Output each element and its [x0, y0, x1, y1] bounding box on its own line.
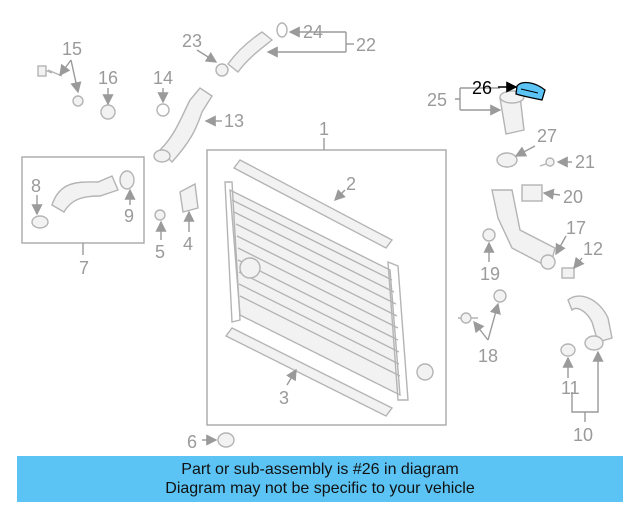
callout-14: 14 — [153, 68, 173, 88]
part-26-highlighted — [515, 81, 546, 101]
part-1-intercooler — [206, 138, 447, 426]
callout-3: 3 — [279, 388, 289, 408]
callout-9: 9 — [124, 206, 134, 226]
callout-27: 27 — [537, 126, 557, 146]
parts-diagram: 1 2 3 4 5 6 7 8 9 10 11 12 13 14 15 16 1… — [21, 22, 613, 452]
callout-8: 8 — [31, 176, 41, 196]
callout-15: 15 — [62, 39, 82, 59]
callout-25: 25 — [427, 90, 447, 110]
leader-lines — [31, 26, 604, 446]
callout-12: 12 — [583, 239, 603, 259]
callout-24: 24 — [303, 22, 323, 42]
callout-21: 21 — [575, 152, 595, 172]
info-banner: Part or sub-assembly is #26 in diagram D… — [17, 456, 623, 502]
callout-13: 13 — [224, 111, 244, 131]
callout-19: 19 — [480, 264, 500, 284]
banner-line-1: Part or sub-assembly is #26 in diagram — [181, 461, 459, 478]
left-small-parts — [37, 22, 288, 448]
callout-23: 23 — [182, 31, 202, 51]
callout-labels: 1 2 3 4 5 6 7 8 9 10 11 12 13 14 15 16 1… — [31, 22, 603, 452]
part-7-hose-group — [21, 156, 145, 255]
callout-2: 2 — [346, 174, 356, 194]
callout-11: 11 — [561, 378, 580, 398]
callout-16: 16 — [98, 68, 118, 88]
right-parts — [458, 90, 613, 357]
callout-18: 18 — [478, 346, 498, 366]
callout-5: 5 — [155, 242, 165, 262]
callout-22: 22 — [356, 35, 376, 55]
callout-26-highlighted: 26 — [472, 78, 492, 98]
callout-7: 7 — [79, 258, 89, 278]
banner-line-2: Diagram may not be specific to your vehi… — [165, 480, 475, 497]
callout-4: 4 — [183, 234, 193, 254]
callout-20: 20 — [563, 187, 583, 207]
callout-17: 17 — [566, 218, 586, 238]
callout-10: 10 — [573, 425, 593, 445]
callout-6: 6 — [187, 432, 197, 452]
callout-1: 1 — [319, 119, 329, 139]
